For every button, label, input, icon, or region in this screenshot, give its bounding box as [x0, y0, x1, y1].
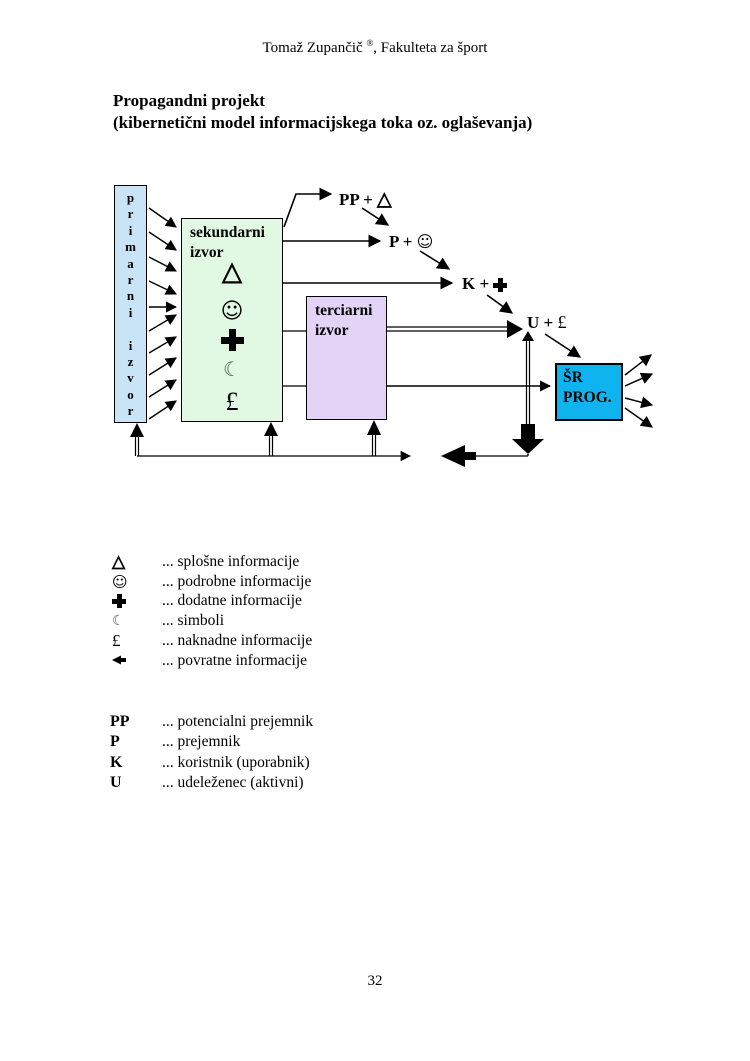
- legend-row-cross: ... dodatne informacije: [110, 592, 312, 612]
- srprog-box: ŠR PROG.: [555, 363, 623, 421]
- tertiary-to-u-double-arrow: [387, 320, 523, 338]
- pound-icon: £: [557, 312, 567, 332]
- legend-row-pound: £ ... naknadne informacije: [112, 631, 313, 651]
- feedback-up-arrow-primary: [130, 423, 144, 456]
- triangle-icon: △: [112, 551, 126, 573]
- pound-icon: £: [112, 631, 121, 651]
- legend-roles: PP ... potencialni prejemnik P ... preje…: [110, 712, 313, 793]
- feedback-up-arrow-tertiary: [367, 420, 381, 456]
- title-line-2: (kibernetični model informacijskega toka…: [113, 113, 533, 132]
- flow-label-u: U + £: [527, 312, 567, 332]
- header-author: Tomaž Zupančič: [262, 40, 363, 56]
- secondary-source-box: sekundarni izvor △ ☺ ☾ £: [181, 218, 283, 422]
- tertiary-source-label: terciarni izvor: [315, 302, 373, 339]
- flow-label-pp: PP + △: [339, 188, 392, 210]
- heavy-cross-icon: [493, 278, 508, 293]
- secondary-to-tertiary-lines: [283, 330, 306, 387]
- legend-row-moon: ☾ ... simboli: [112, 612, 225, 630]
- title-line-1: Propagandni projekt: [113, 91, 265, 110]
- header-affiliation: , Fakulteta za šport: [373, 40, 488, 56]
- moon-icon: ☾: [223, 357, 241, 381]
- big-down-arrow-icon: [512, 424, 544, 454]
- smiley-icon: ☺: [112, 572, 128, 591]
- secondary-source-label: sekundarni izvor: [190, 224, 265, 261]
- flow-label-k: K +: [462, 273, 508, 294]
- tertiary-source-box: terciarni izvor: [306, 296, 387, 420]
- registered-mark-icon: ®: [366, 38, 374, 48]
- heavy-cross-icon: [182, 329, 282, 351]
- page-number: 32: [367, 973, 383, 989]
- legend-row-u: U ... udeleženec (aktivni): [110, 774, 304, 792]
- primary-source-label: p r i m a r n i i z v o r: [125, 190, 136, 419]
- heavy-cross-icon: [112, 594, 126, 609]
- triangle-icon: △: [377, 188, 392, 210]
- moon-icon: ☾: [112, 613, 125, 630]
- primary-to-secondary-arrows: [148, 207, 178, 420]
- flow-label-p: P + ☺: [389, 232, 434, 251]
- legend-row-k: K ... koristnik (uporabnik): [110, 753, 310, 771]
- legend-row-pp: PP ... potencialni prejemnik: [110, 713, 314, 731]
- legend-row-smiley: ☺ ... podrobne informacije: [112, 572, 312, 591]
- feedback-up-arrow-secondary: [264, 422, 278, 456]
- legend-row-feedback: ... povratne informacije: [110, 651, 312, 671]
- page-header: Tomaž Zupančič ®, Fakulteta za šport: [0, 38, 750, 57]
- smiley-icon: ☺: [416, 232, 434, 251]
- legend-row-triangle: △ ... splošne informacije: [112, 551, 300, 573]
- triangle-icon: △: [222, 257, 243, 287]
- legend-symbols: △ ... splošne informacije ☺ ... podrobne…: [110, 551, 313, 671]
- feedback-big-left-arrow-icon: [441, 445, 476, 467]
- legend-row-p: P ... prejemnik: [110, 733, 241, 751]
- page-title: Propagandni projekt (kibernetični model …: [113, 90, 532, 134]
- secondary-to-pp-arrow: [283, 187, 333, 228]
- primary-source-box: p r i m a r n i i z v o r: [114, 185, 147, 423]
- pound-icon: £: [225, 387, 239, 416]
- feedback-arrow-icon: [112, 652, 129, 670]
- u-vertical-double-line: [522, 331, 534, 424]
- srprog-out-arrows: [624, 354, 654, 428]
- srprog-label: ŠR PROG.: [563, 369, 612, 406]
- smiley-icon: ☺: [220, 299, 244, 324]
